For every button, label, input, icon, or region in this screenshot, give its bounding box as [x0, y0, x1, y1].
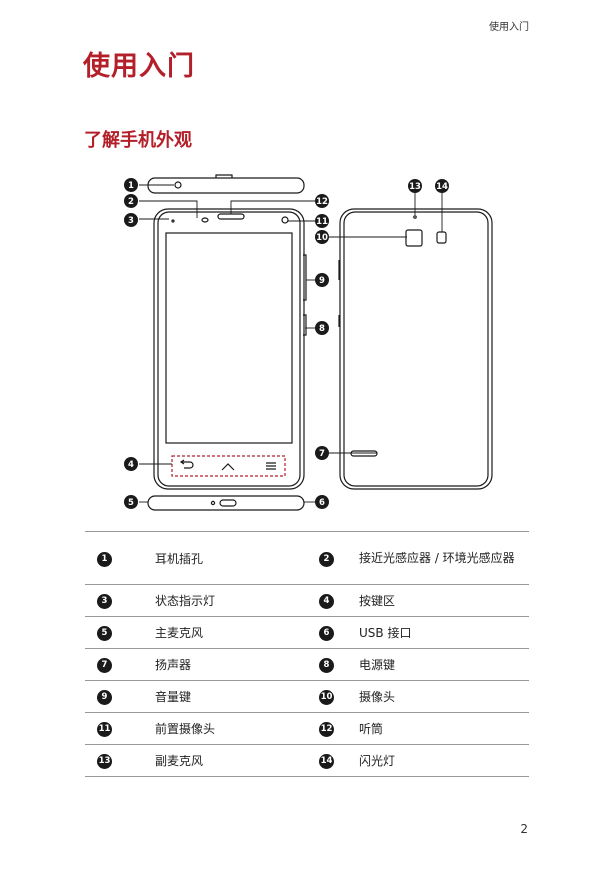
callout-14: 14 — [435, 179, 449, 193]
part-number: 9 — [97, 690, 112, 705]
svg-text:5: 5 — [128, 498, 134, 508]
callout-10: 10 — [315, 230, 329, 244]
chapter-title: 使用入门 — [83, 51, 195, 82]
part-label: 扬声器 — [155, 648, 307, 681]
callout-2: 2 — [124, 194, 138, 208]
part-number: 13 — [97, 754, 112, 769]
part-number: 4 — [319, 594, 334, 609]
part-label: 副麦克风 — [155, 744, 307, 777]
part-number: 7 — [97, 658, 112, 673]
speaker-grill — [350, 450, 378, 457]
running-header: 使用入门 — [489, 22, 529, 33]
part-label: 接近光感应器 / 环境光感应器 — [359, 531, 529, 585]
part-number: 2 — [319, 551, 334, 567]
part-label: 摄像头 — [359, 680, 529, 713]
phone-front-view — [153, 208, 307, 490]
part-label: 电源键 — [359, 648, 529, 681]
part-number: 11 — [97, 722, 112, 737]
svg-text:8: 8 — [319, 324, 325, 334]
phone-back-view — [338, 208, 493, 490]
table-row: 5 主麦克风 6 USB 接口 — [85, 616, 529, 649]
phone-bottom-edge-view — [147, 495, 305, 511]
svg-text:9: 9 — [319, 276, 325, 286]
phone-screen — [165, 232, 293, 444]
table-row: 7 扬声器 8 电源键 — [85, 648, 529, 681]
part-label: 前置摄像头 — [155, 712, 307, 745]
front-camera — [281, 216, 289, 224]
svg-text:7: 7 — [319, 449, 325, 459]
svg-text:1: 1 — [128, 181, 134, 191]
table-row: 1 耳机插孔 2 接近光感应器 / 环境光感应器 — [85, 531, 529, 585]
part-number: 8 — [319, 658, 334, 673]
section-title: 了解手机外观 — [84, 130, 192, 151]
callout-1: 1 — [124, 178, 138, 192]
svg-text:4: 4 — [128, 460, 134, 470]
part-number: 6 — [319, 626, 334, 641]
table-row: 9 音量键 10 摄像头 — [85, 680, 529, 713]
part-number: 14 — [319, 754, 334, 769]
part-number: 1 — [97, 551, 112, 567]
proximity-sensor — [201, 217, 209, 223]
part-number: 12 — [319, 722, 334, 737]
svg-text:13: 13 — [409, 182, 421, 192]
back-key-icon — [179, 459, 194, 469]
callout-8: 8 — [315, 321, 329, 335]
phone-top-edge-view — [147, 174, 305, 194]
part-number: 5 — [97, 626, 112, 641]
rear-camera — [405, 229, 423, 247]
status-indicator — [171, 219, 175, 223]
svg-text:11: 11 — [316, 217, 328, 227]
svg-text:2: 2 — [128, 197, 134, 207]
key-area-box — [171, 455, 286, 477]
home-key-icon — [221, 463, 235, 471]
part-label: 按键区 — [359, 584, 529, 617]
power-key — [303, 314, 307, 336]
svg-text:6: 6 — [319, 498, 325, 508]
part-label: 音量键 — [155, 680, 307, 713]
part-label: USB 接口 — [359, 616, 529, 649]
callout-6: 6 — [315, 495, 329, 509]
earpiece-slot — [217, 213, 245, 220]
callout-5: 5 — [124, 495, 138, 509]
part-number: 3 — [97, 594, 112, 609]
flash — [436, 231, 447, 244]
callout-7: 7 — [315, 446, 329, 460]
svg-text:12: 12 — [316, 197, 328, 207]
leader-lines — [139, 184, 443, 503]
table-row: 3 状态指示灯 4 按键区 — [85, 584, 529, 617]
part-label: 听筒 — [359, 712, 529, 745]
secondary-mic — [413, 215, 417, 219]
parts-legend-table: 1 耳机插孔 2 接近光感应器 / 环境光感应器 3 状态指示灯 4 按键区 5… — [85, 531, 529, 777]
part-label: 状态指示灯 — [155, 584, 307, 617]
part-label: 闪光灯 — [359, 744, 529, 777]
part-label: 主麦克风 — [155, 616, 307, 649]
table-row: 11 前置摄像头 12 听筒 — [85, 712, 529, 745]
part-label: 耳机插孔 — [155, 531, 307, 585]
callout-13: 13 — [408, 179, 422, 193]
callout-4: 4 — [124, 457, 138, 471]
volume-key — [303, 254, 307, 301]
menu-key-icon — [266, 462, 276, 470]
callout-12: 12 — [315, 194, 329, 208]
callout-11: 11 — [315, 214, 329, 228]
svg-text:14: 14 — [436, 182, 448, 192]
table-row: 13 副麦克风 14 闪光灯 — [85, 744, 529, 777]
svg-text:3: 3 — [128, 216, 134, 226]
callout-3: 3 — [124, 213, 138, 227]
svg-text:10: 10 — [316, 233, 328, 243]
part-number: 10 — [319, 690, 334, 705]
callout-9: 9 — [315, 273, 329, 287]
page-number: 2 — [520, 822, 528, 836]
